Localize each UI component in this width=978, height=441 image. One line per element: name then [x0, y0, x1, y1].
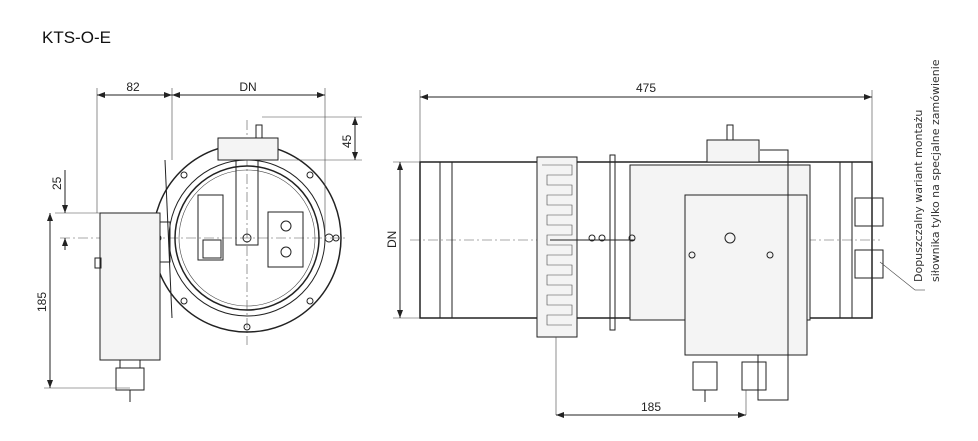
front-view: 82 DN 45 25 185 — [35, 80, 362, 402]
dim-25: 25 — [50, 176, 64, 190]
note-line-2: siłownika tylko na specjalne zamówienie — [929, 59, 942, 282]
side-view: 475 DN 185 — [385, 81, 925, 418]
dim-185-side: 185 — [641, 400, 661, 414]
dim-45: 45 — [340, 134, 354, 148]
mounting-note: Dopuszczalny wariant montażu siłownika t… — [912, 59, 942, 282]
intumescent-seal — [536, 156, 578, 338]
note-line-1: Dopuszczalny wariant montażu — [912, 110, 925, 282]
dim-dn-side: DN — [385, 231, 399, 248]
dim-dn-front: DN — [239, 80, 256, 94]
dim-185-front: 185 — [35, 292, 49, 312]
drawing-title: KTS-O-E — [42, 28, 111, 47]
actuator — [684, 194, 808, 356]
damper-body — [174, 165, 320, 311]
actuator-box — [99, 212, 161, 361]
dim-475: 475 — [636, 81, 656, 95]
dim-82: 82 — [126, 80, 140, 94]
